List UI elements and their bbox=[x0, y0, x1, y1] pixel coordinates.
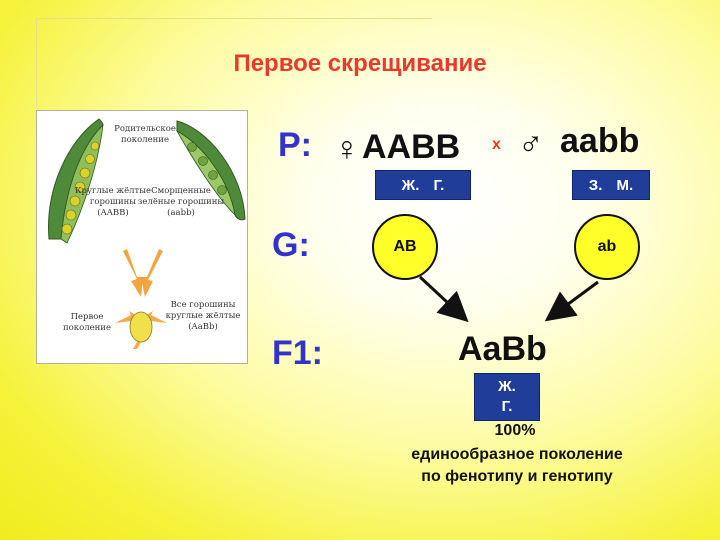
label-p: P: bbox=[278, 126, 312, 164]
male-symbol: ♂ bbox=[518, 124, 544, 162]
female-symbol: ♀ bbox=[334, 130, 360, 168]
label-parents-line2: поколение bbox=[121, 135, 169, 145]
slide-title: Первое скрещивание bbox=[233, 50, 487, 77]
offspring-desc-line1: единообразное поколение bbox=[411, 446, 623, 463]
label-first-gen-line2: поколение bbox=[63, 323, 111, 333]
arrow-left bbox=[418, 275, 469, 323]
cross-sign: х bbox=[492, 136, 501, 153]
pea-illustration-svg: Родительское поколение Круглые жёлтые го… bbox=[48, 118, 246, 349]
label-round-yellow-line2: горошины bbox=[90, 197, 136, 207]
frame-line-top bbox=[36, 18, 432, 19]
label-parents-line1: Родительское bbox=[114, 124, 176, 134]
label-all-round-yellow-line3: (AaBb) bbox=[188, 321, 218, 332]
label-all-round-yellow-line1: Все горошины bbox=[171, 300, 236, 310]
label-first-gen-line1: Первое bbox=[71, 312, 104, 322]
arrow-right bbox=[544, 280, 599, 322]
female-badge: Ж. Г. bbox=[375, 170, 471, 200]
gamete-left-label: AB bbox=[393, 238, 417, 255]
label-all-round-yellow-line2: круглые жёлтые bbox=[166, 311, 241, 321]
wrinkled-green-pod-image bbox=[175, 120, 246, 221]
gamete-right-label: ab bbox=[597, 238, 617, 255]
offspring-badge-line1: Ж. bbox=[498, 378, 516, 395]
label-g: G: bbox=[272, 226, 310, 264]
offspring-badge: Ж. Г. bbox=[474, 373, 540, 421]
label-wrinkled-green-line1: Сморщенные bbox=[151, 186, 211, 196]
offspring-genotype: AaBb bbox=[458, 330, 547, 368]
male-badge: З. М. bbox=[572, 170, 650, 200]
label-wrinkled-green-line3: (aabb) bbox=[167, 207, 195, 218]
label-f1: F1: bbox=[272, 334, 323, 372]
frame-line-left bbox=[36, 18, 37, 108]
offspring-percent: 100% bbox=[494, 422, 536, 439]
male-genotype: aabb bbox=[560, 122, 640, 160]
offspring-desc-line2: по фенотипу и генотипу bbox=[421, 468, 613, 485]
offspring-badge-line2: Г. bbox=[501, 398, 513, 415]
hybrid-pea-image bbox=[129, 311, 153, 343]
label-round-yellow-line3: (AABB) bbox=[97, 207, 128, 218]
gamete-left: AB bbox=[372, 214, 438, 280]
female-genotype: AABB bbox=[362, 128, 461, 166]
pea-illustration: Родительское поколение Круглые жёлтые го… bbox=[36, 110, 248, 364]
label-round-yellow-line1: Круглые жёлтые bbox=[75, 186, 151, 196]
label-wrinkled-green-line2: зелёные горошины bbox=[138, 197, 225, 207]
gamete-right: ab bbox=[574, 214, 640, 280]
round-yellow-pod-image bbox=[48, 118, 104, 244]
